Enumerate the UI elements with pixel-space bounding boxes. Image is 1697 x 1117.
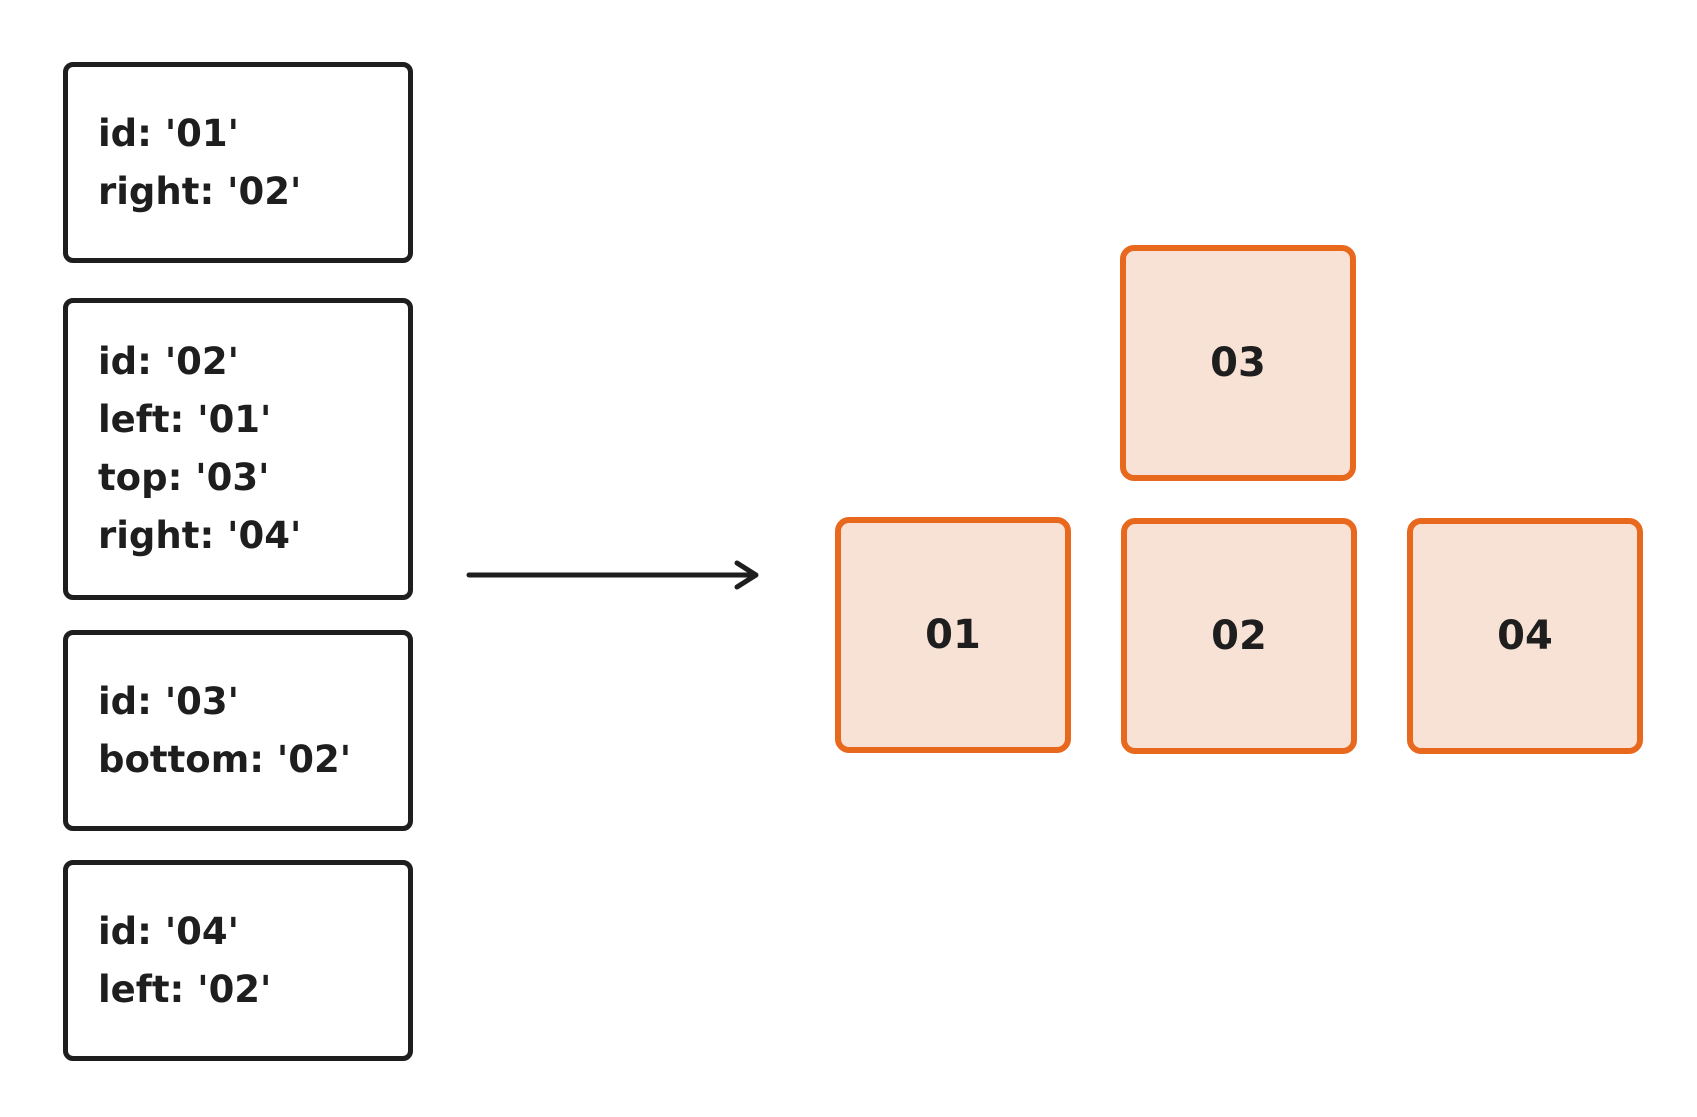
card-line-left: left: '02': [98, 967, 272, 1011]
tile-04: 04: [1407, 518, 1643, 754]
node-card-04: id: '04' left: '02': [63, 860, 413, 1061]
card-line-bottom: bottom: '02': [98, 737, 352, 781]
right-arrow-icon: [466, 560, 759, 590]
tile-02: 02: [1121, 518, 1357, 754]
node-card-03: id: '03' bottom: '02': [63, 630, 413, 831]
tile-03: 03: [1120, 245, 1356, 481]
card-line-id: id: '03': [98, 679, 239, 723]
card-line-id: id: '02': [98, 340, 239, 383]
card-line-right: right: '04': [98, 514, 302, 557]
tile-01: 01: [835, 517, 1071, 753]
card-line-left: left: '01': [98, 398, 272, 441]
card-line-id: id: '01': [98, 111, 239, 155]
node-card-01: id: '01' right: '02': [63, 62, 413, 263]
card-line-right: right: '02': [98, 169, 302, 213]
node-card-02: id: '02' left: '01' top: '03' right: '04…: [63, 298, 413, 600]
card-line-id: id: '04': [98, 909, 239, 953]
card-line-top: top: '03': [98, 456, 270, 499]
